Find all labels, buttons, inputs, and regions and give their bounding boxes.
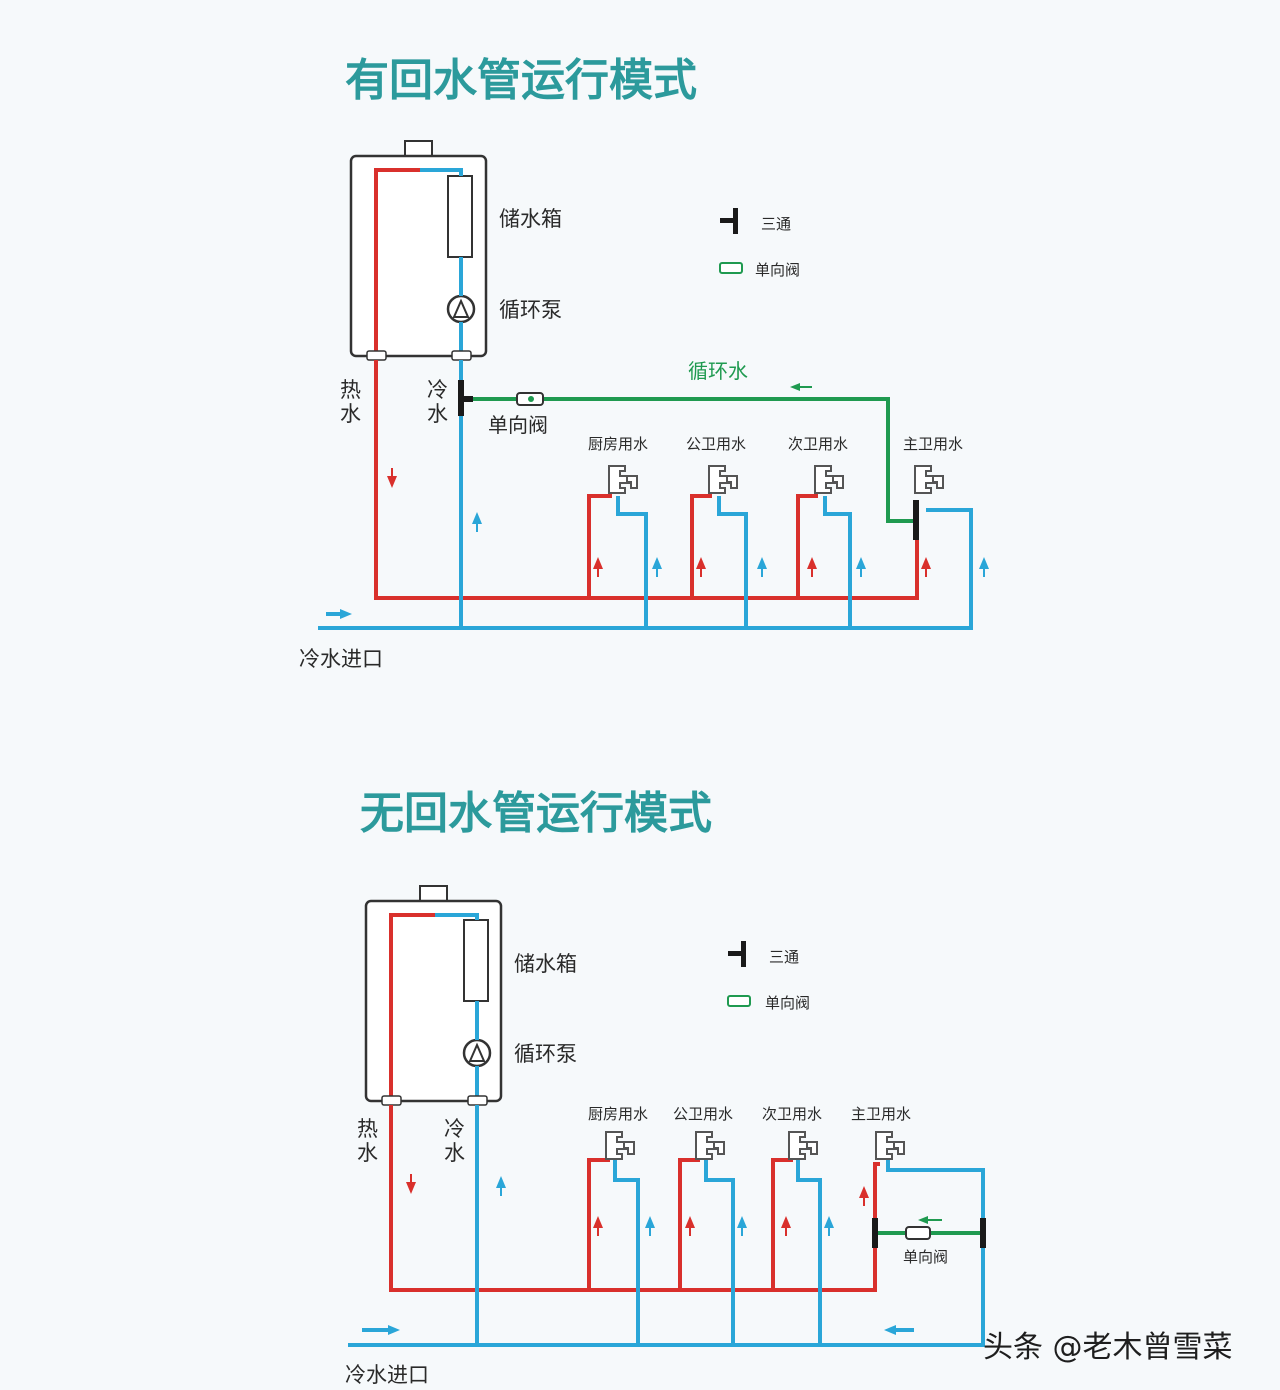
- tee-fitting-master: [913, 500, 919, 540]
- watermark: 头条 @老木曾雪菜: [983, 1330, 1233, 1365]
- hot-water-label-2: 水: [340, 402, 361, 426]
- hot-water-label-2: 水: [357, 1141, 378, 1165]
- legend: 三通 单向阀: [719, 208, 800, 279]
- tap-label-kitchen: 厨房用水: [588, 1105, 648, 1123]
- tee-fitting: [872, 1218, 878, 1248]
- diagram-title: 无回水管运行模式: [360, 788, 712, 839]
- legend: 三通 单向阀: [727, 941, 810, 1012]
- heater-flue: [419, 885, 448, 902]
- circulation-water-label: 循环水: [688, 359, 748, 383]
- legend-check-valve-label: 单向阀: [755, 261, 800, 279]
- inlet-flow-arrow: [362, 1325, 400, 1335]
- check-valve: [905, 1226, 931, 1240]
- faucet-icon: [695, 1131, 725, 1160]
- return-flow-arrow: [884, 1325, 914, 1335]
- diagram-title: 有回水管运行模式: [345, 55, 697, 106]
- tee-fitting: [980, 1218, 986, 1248]
- tee-icon: [733, 208, 738, 234]
- cold-water-label-2: 水: [427, 402, 448, 426]
- bypass-flow-arrow: [918, 1216, 942, 1224]
- circulation-pump-icon: [462, 1038, 492, 1068]
- hot-outlet-fitting: [366, 350, 387, 361]
- faucet-icon: [708, 465, 738, 494]
- faucet-icon: [605, 1131, 635, 1160]
- circulation-flow-arrow: [790, 383, 812, 391]
- tap-label-second-bath: 次卫用水: [762, 1105, 822, 1123]
- check-valve-icon: [719, 262, 743, 274]
- legend-tee-label: 三通: [761, 215, 791, 233]
- faucet-icon: [914, 465, 944, 494]
- faucet-icon: [814, 465, 844, 494]
- legend-tee-label: 三通: [769, 948, 799, 966]
- cold-inlet-label: 冷水进口: [299, 647, 383, 671]
- heater-flue: [404, 140, 433, 157]
- cold-inlet-fitting: [451, 350, 472, 361]
- pump-label: 循环泵: [499, 298, 562, 322]
- faucet-icon: [608, 465, 638, 494]
- flow-arrow-down: [387, 468, 397, 488]
- tap-label-public-bath: 公卫用水: [686, 435, 746, 453]
- tap-label-master-bath: 主卫用水: [851, 1105, 911, 1123]
- check-valve-label: 单向阀: [488, 413, 548, 437]
- inlet-flow-arrow: [326, 609, 352, 619]
- storage-tank: [447, 175, 473, 258]
- cold-water-label-1: 冷: [427, 378, 448, 402]
- cold-water-label-2: 水: [444, 1141, 465, 1165]
- diagram-without-return-pipe: 无回水管运行模式 储水箱 循环泵 热 水 冷 水 三通 单向阀: [345, 788, 986, 1387]
- tap-label-master-bath: 主卫用水: [903, 435, 963, 453]
- hot-water-label-1: 热: [357, 1117, 378, 1141]
- storage-tank: [463, 919, 489, 1002]
- faucet-icon: [875, 1131, 905, 1160]
- flow-arrow-up: [472, 512, 482, 532]
- diagram-with-return-pipe: 有回水管运行模式 储水箱 循环泵 热 水 冷 水 三通 单向阀: [299, 55, 989, 671]
- hot-outlet-fitting: [381, 1095, 402, 1106]
- tap-label-second-bath: 次卫用水: [788, 435, 848, 453]
- pump-label: 循环泵: [514, 1042, 577, 1066]
- cold-inlet-label: 冷水进口: [345, 1363, 429, 1387]
- tee-icon: [741, 941, 746, 967]
- flow-arrow-down: [406, 1174, 416, 1194]
- check-valve-icon: [727, 995, 751, 1007]
- hot-water-label-1: 热: [340, 378, 361, 402]
- legend-check-valve-label: 单向阀: [765, 994, 810, 1012]
- tap-label-public-bath: 公卫用水: [673, 1105, 733, 1123]
- tap-label-kitchen: 厨房用水: [588, 435, 648, 453]
- tank-label: 储水箱: [514, 952, 577, 976]
- cold-water-label-1: 冷: [444, 1117, 465, 1141]
- check-valve-label: 单向阀: [903, 1248, 948, 1266]
- circulation-pump-icon: [446, 294, 476, 324]
- cold-inlet-fitting: [467, 1095, 488, 1106]
- faucet-icon: [788, 1131, 818, 1160]
- tank-label: 储水箱: [499, 207, 562, 231]
- flow-arrow-up: [496, 1176, 506, 1196]
